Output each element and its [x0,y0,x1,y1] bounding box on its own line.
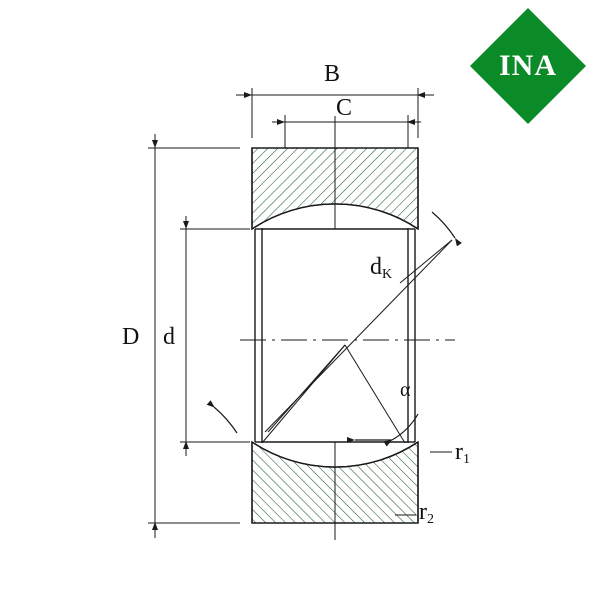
callout-r2-base: r [419,499,427,525]
tilt-angle-indicators [206,211,462,447]
callout-dk-base: d [370,254,382,280]
callout-label-alpha: α [400,379,411,401]
dimension-label-D: D [122,324,140,350]
dimension-label-B: B [324,61,341,87]
dimension-C [272,115,421,148]
callout-dk-subscript: K [382,267,393,283]
callout-r2-subscript: 2 [427,512,434,528]
dimension-B [236,88,434,138]
callout-dk-leader [399,239,453,284]
callout-r1-base: r [455,439,463,465]
callout-label-r1: r1 [455,440,470,467]
callout-label-r2: r2 [419,500,434,527]
ina-logo [470,8,586,124]
callout-r1-subscript: 1 [463,452,470,468]
outer-ring [251,147,419,524]
dimension-D [148,134,240,538]
logo-diamond-shape [470,8,586,124]
dimension-d [180,216,250,456]
dimension-label-d: d [163,324,175,350]
callout-label-dk: dK [370,255,392,282]
dimension-label-C: C [336,95,353,121]
tilt-axis-lines [261,239,453,444]
bearing-body [148,88,462,540]
